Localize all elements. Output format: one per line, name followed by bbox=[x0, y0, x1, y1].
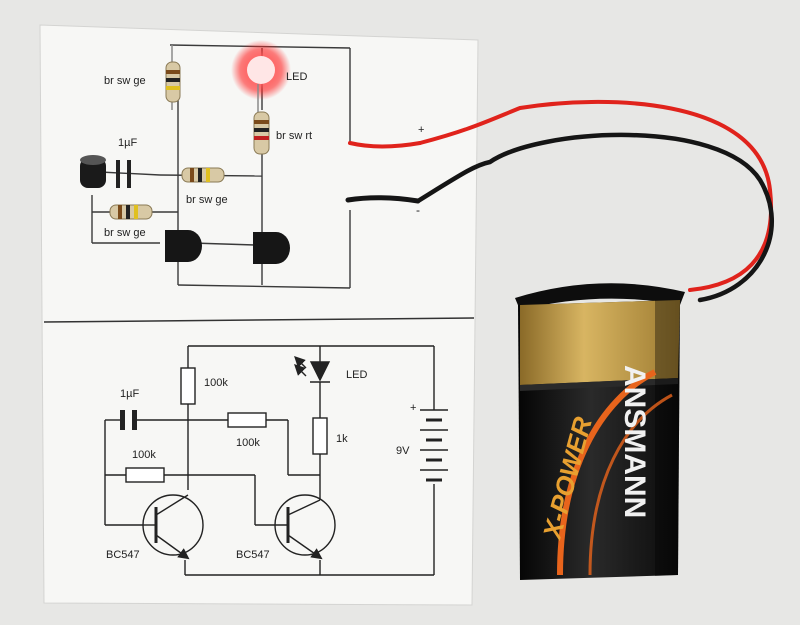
capacitor-photo bbox=[80, 155, 131, 188]
label-schematic-transistor-left: BC547 bbox=[106, 549, 140, 561]
terminal-wires bbox=[345, 141, 422, 204]
resistor-bottom bbox=[109, 204, 153, 220]
label-schematic-r-middle: 100k bbox=[236, 437, 260, 449]
led-lit bbox=[231, 40, 291, 112]
label-schematic-capacitor: 1µF bbox=[120, 388, 139, 400]
schematic-transistor-right bbox=[255, 494, 336, 560]
resistor-middle bbox=[181, 167, 225, 183]
battery-lead-wires bbox=[415, 99, 774, 303]
label-capacitor-photo: 1µF bbox=[118, 137, 137, 149]
label-resistor-middle: br sw ge bbox=[186, 194, 228, 206]
label-resistor-top-left: br sw ge bbox=[104, 75, 146, 87]
schematic-r-led bbox=[312, 417, 328, 455]
battery-9v bbox=[515, 283, 685, 580]
label-resistor-bottom: br sw ge bbox=[104, 227, 146, 239]
resistor-top-left bbox=[165, 45, 181, 110]
resistor-led bbox=[253, 111, 270, 155]
label-terminal-negative: - bbox=[416, 203, 420, 217]
schematic-transistor-left bbox=[142, 494, 204, 560]
label-schematic-r-feedback: 100k bbox=[132, 449, 156, 461]
schematic-led bbox=[294, 356, 331, 383]
label-led-photo: LED bbox=[286, 71, 307, 83]
label-terminal-positive: + bbox=[418, 124, 424, 136]
paper-card bbox=[39, 24, 479, 606]
schematic-r-left bbox=[180, 367, 196, 405]
schematic-r-middle bbox=[227, 412, 267, 428]
label-schematic-battery-voltage: 9V bbox=[396, 445, 410, 457]
label-schematic-r-left: 100k bbox=[204, 377, 228, 389]
label-resistor-led: br sw rt bbox=[276, 130, 312, 142]
label-schematic-r-led: 1k bbox=[336, 433, 348, 445]
transistor-right-photo bbox=[253, 232, 290, 264]
schematic-battery bbox=[420, 409, 448, 482]
schematic-r-feedback bbox=[125, 467, 165, 483]
label-schematic-transistor-right: BC547 bbox=[236, 549, 270, 561]
schematic-capacitor bbox=[120, 410, 137, 430]
fold-line bbox=[43, 317, 475, 323]
battery-brand: ANSMANN bbox=[618, 365, 651, 518]
label-schematic-battery-plus: + bbox=[410, 402, 416, 414]
label-schematic-led: LED bbox=[346, 369, 367, 381]
transistor-left-photo bbox=[165, 230, 202, 262]
schematic-wires bbox=[104, 345, 435, 576]
